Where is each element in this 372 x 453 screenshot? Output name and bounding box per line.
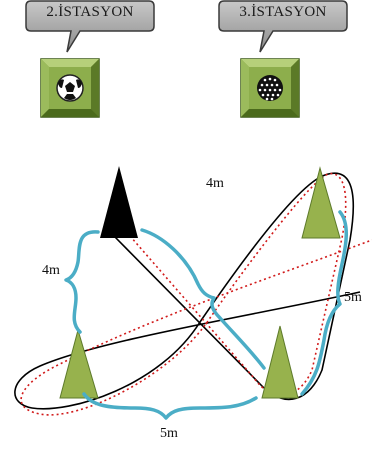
left-dimension-brace — [64, 230, 100, 334]
station-3-callout: 3.İSTASYON — [218, 0, 348, 55]
bottom-dimension-label: 5m — [160, 426, 178, 441]
dotted-ball-icon — [240, 58, 300, 118]
bottom-dimension-brace — [82, 392, 258, 420]
green-cone-bottom-left — [59, 328, 99, 399]
station-3-label: 3.İSTASYON — [239, 4, 327, 20]
soccer-ball-icon — [40, 58, 100, 118]
right-dimension-brace — [300, 210, 348, 396]
station-2-label: 2.İSTASYON — [46, 4, 134, 20]
left-dimension-label: 4m — [42, 263, 60, 278]
diagonal-dimension-brace — [140, 228, 266, 370]
green-cone-top-right — [301, 166, 341, 239]
green-cone-bottom-right — [261, 325, 299, 399]
red-dotted-running-path — [20, 172, 372, 416]
right-dimension-label: 5m — [344, 290, 362, 305]
station-2-callout: 2.İSTASYON — [25, 0, 155, 55]
black-start-cone — [100, 166, 138, 238]
top-dimension-label: 4m — [206, 176, 224, 191]
